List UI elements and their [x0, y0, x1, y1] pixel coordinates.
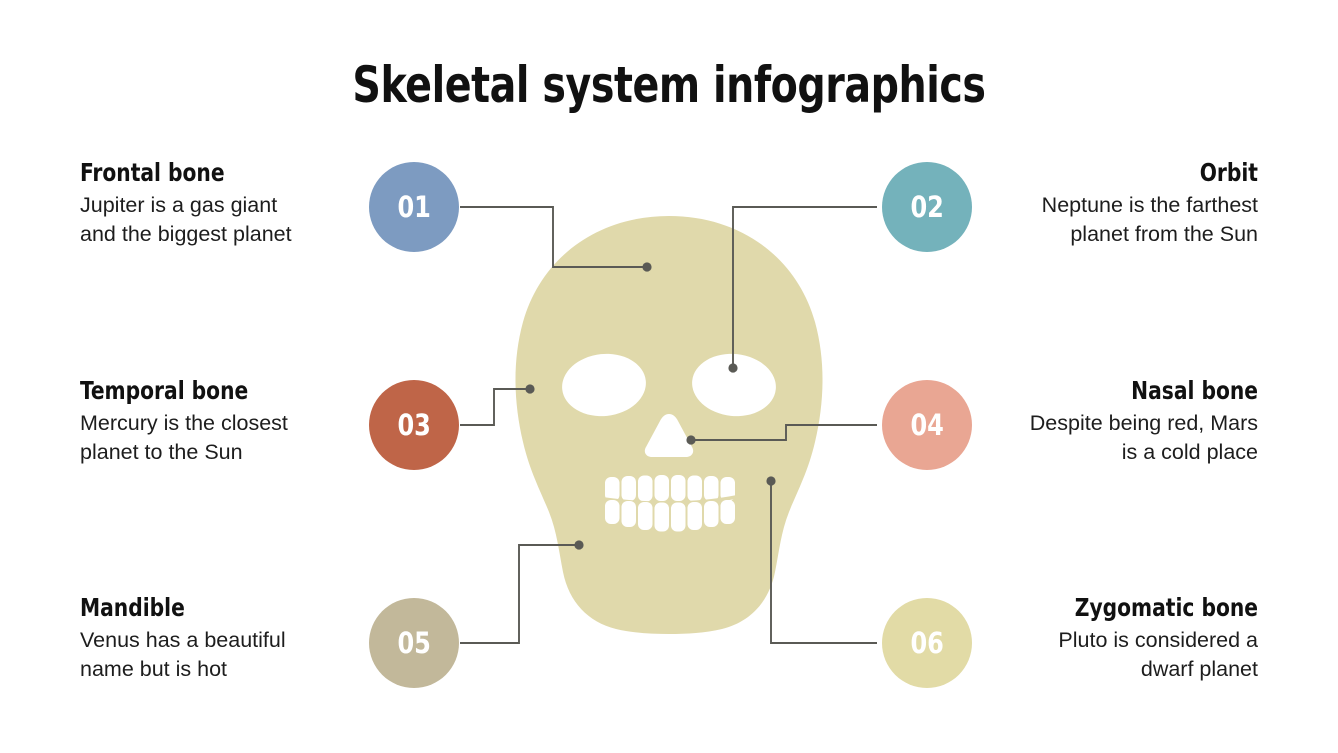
number-badge-02-label: 02	[910, 189, 944, 224]
left-eye-socket	[562, 353, 646, 417]
body-line-2: and the biggest planet	[80, 221, 292, 246]
number-badge-06-label: 06	[910, 625, 944, 660]
connector-dot-02	[728, 363, 738, 373]
number-badge-05[interactable]: 05	[369, 598, 459, 688]
heading-temporal-bone: Temporal bone	[80, 376, 249, 405]
body-line-2: planet from the Sun	[1070, 221, 1258, 246]
number-badge-01-label: 01	[397, 189, 431, 224]
body-line-2: is a cold place	[1121, 439, 1258, 464]
connector-line-04	[693, 424, 877, 441]
heading-mandible: Mandible	[80, 593, 185, 622]
connector-dot-01	[642, 262, 652, 272]
body-line-2: dwarf planet	[1140, 656, 1258, 681]
body-nasal-bone: Despite being red, Mars is a cold place	[958, 409, 1258, 467]
number-badge-06[interactable]: 06	[882, 598, 972, 688]
body-line-1: Despite being red, Mars	[1029, 411, 1258, 435]
connector-dot-05	[574, 540, 584, 550]
heading-frontal-bone: Frontal bone	[80, 158, 225, 187]
lower-teeth-row	[605, 500, 735, 532]
number-badge-03-label: 03	[397, 407, 431, 442]
connector-line-03	[460, 388, 528, 426]
upper-teeth-row	[605, 475, 735, 502]
number-badge-01[interactable]: 01	[369, 162, 459, 252]
heading-zygomatic-bone: Zygomatic bone	[1074, 593, 1258, 622]
connector-dot-06	[766, 476, 776, 486]
body-temporal-bone: Mercury is the closest planet to the Sun	[80, 409, 380, 467]
body-line-1: Pluto is considered a	[1058, 628, 1258, 652]
connector-line-02	[732, 206, 877, 365]
text-block-orbit: Orbit Neptune is the farthest planet fro…	[958, 159, 1258, 249]
body-zygomatic-bone: Pluto is considered a dwarf planet	[958, 626, 1258, 684]
right-eye-socket	[692, 353, 776, 417]
connector-line-01	[460, 206, 645, 268]
text-block-mandible: Mandible Venus has a beautiful name but …	[80, 594, 380, 684]
body-line-2: name but is hot	[80, 656, 228, 681]
connector-line-05	[460, 544, 577, 644]
body-frontal-bone: Jupiter is a gas giant and the biggest p…	[80, 191, 380, 249]
body-line-2: planet to the Sun	[80, 439, 243, 464]
body-line-1: Venus has a beautiful	[80, 628, 286, 652]
skull-figure	[515, 216, 823, 634]
connector-lines	[460, 206, 877, 644]
body-line-1: Neptune is the farthest	[1041, 193, 1258, 217]
page-title: Skeletal system infographics	[352, 56, 986, 114]
text-block-nasal-bone: Nasal bone Despite being red, Mars is a …	[958, 377, 1258, 467]
number-badge-03[interactable]: 03	[369, 380, 459, 470]
text-block-zygomatic-bone: Zygomatic bone Pluto is considered a dwa…	[958, 594, 1258, 684]
connector-dot-03	[525, 384, 535, 394]
connector-dots	[525, 262, 776, 550]
teeth-gap-line	[603, 495, 737, 505]
heading-nasal-bone: Nasal bone	[1131, 376, 1258, 405]
number-badge-04[interactable]: 04	[882, 380, 972, 470]
nasal-cavity	[644, 414, 694, 457]
body-line-1: Mercury is the closest	[80, 411, 288, 435]
heading-orbit: Orbit	[1199, 158, 1258, 187]
number-badge-04-label: 04	[910, 407, 944, 442]
text-block-temporal-bone: Temporal bone Mercury is the closest pla…	[80, 377, 380, 467]
connector-line-06	[770, 483, 877, 644]
connector-dot-04	[686, 435, 696, 445]
body-line-1: Jupiter is a gas giant	[80, 193, 278, 217]
number-badge-02[interactable]: 02	[882, 162, 972, 252]
body-mandible: Venus has a beautiful name but is hot	[80, 626, 380, 684]
text-block-frontal-bone: Frontal bone Jupiter is a gas giant and …	[80, 159, 380, 249]
body-orbit: Neptune is the farthest planet from the …	[958, 191, 1258, 249]
number-badge-05-label: 05	[397, 625, 431, 660]
